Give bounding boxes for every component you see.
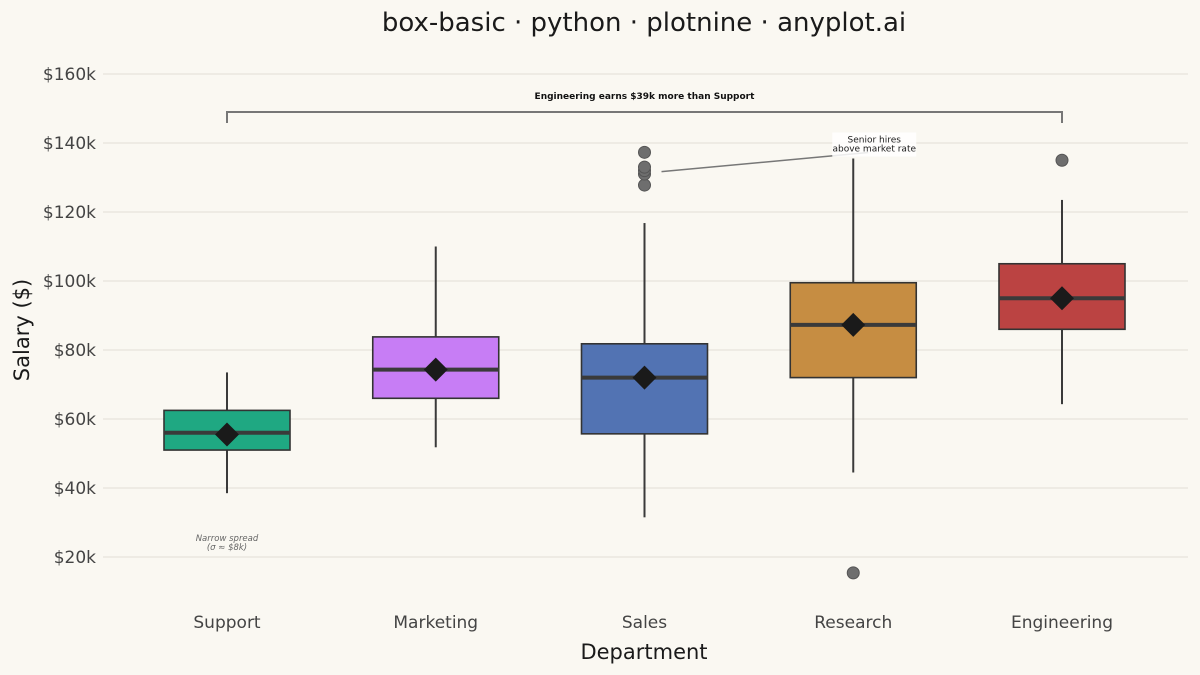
- spread-note: (σ ≈ $8k): [207, 543, 247, 553]
- mean-marker: [632, 365, 657, 390]
- mean-marker: [215, 422, 239, 447]
- x-tick-label: Support: [193, 613, 261, 633]
- y-tick-label: $40k: [54, 479, 96, 499]
- x-tick-label: Sales: [622, 613, 667, 633]
- box-group-sales: [580, 145, 709, 518]
- box-group-research: [789, 158, 918, 580]
- box-group-marketing: [371, 246, 500, 448]
- outlier-point: [846, 566, 860, 580]
- outlier-point: [638, 178, 651, 192]
- y-tick-label: $20k: [54, 548, 96, 568]
- x-tick-label: Research: [814, 613, 892, 633]
- y-tick-label: $160k: [43, 65, 96, 85]
- x-axis-label: Department: [580, 640, 707, 664]
- outlier-point: [638, 145, 651, 159]
- mean-marker: [423, 357, 448, 382]
- comparison-bracket: [226, 110, 1063, 123]
- x-tick-label: Marketing: [393, 613, 478, 633]
- boxes: [163, 145, 1126, 580]
- y-tick-label: $120k: [43, 203, 96, 223]
- note-box: [832, 132, 917, 157]
- box-group-support: [163, 372, 291, 494]
- spread-note: Narrow spread: [196, 534, 259, 544]
- note-line: above market rate: [832, 145, 916, 155]
- y-tick-label: $100k: [43, 272, 96, 292]
- outlier-point: [1055, 153, 1069, 167]
- mean-marker: [841, 312, 866, 337]
- y-tick-label: $140k: [43, 134, 96, 154]
- y-axis-ticks: $20k $40k $60k $80k $100k $120k $140k $160k: [43, 65, 96, 568]
- bracket-label: Engineering earns $39k more than Support: [535, 92, 756, 102]
- x-tick-label: Engineering: [1011, 613, 1113, 633]
- mean-marker: [1050, 286, 1074, 311]
- x-axis-ticks: Support Marketing Sales Research Engineering: [193, 613, 1113, 633]
- outlier-point: [638, 160, 651, 174]
- y-axis-label: Salary ($): [10, 279, 34, 381]
- note-line: Senior hires: [848, 136, 902, 146]
- y-tick-label: $80k: [54, 341, 96, 361]
- chart-title: box-basic · python · plotnine · anyplot.…: [382, 8, 906, 38]
- y-tick-label: $60k: [54, 410, 96, 430]
- box-group-engineering: [998, 153, 1126, 405]
